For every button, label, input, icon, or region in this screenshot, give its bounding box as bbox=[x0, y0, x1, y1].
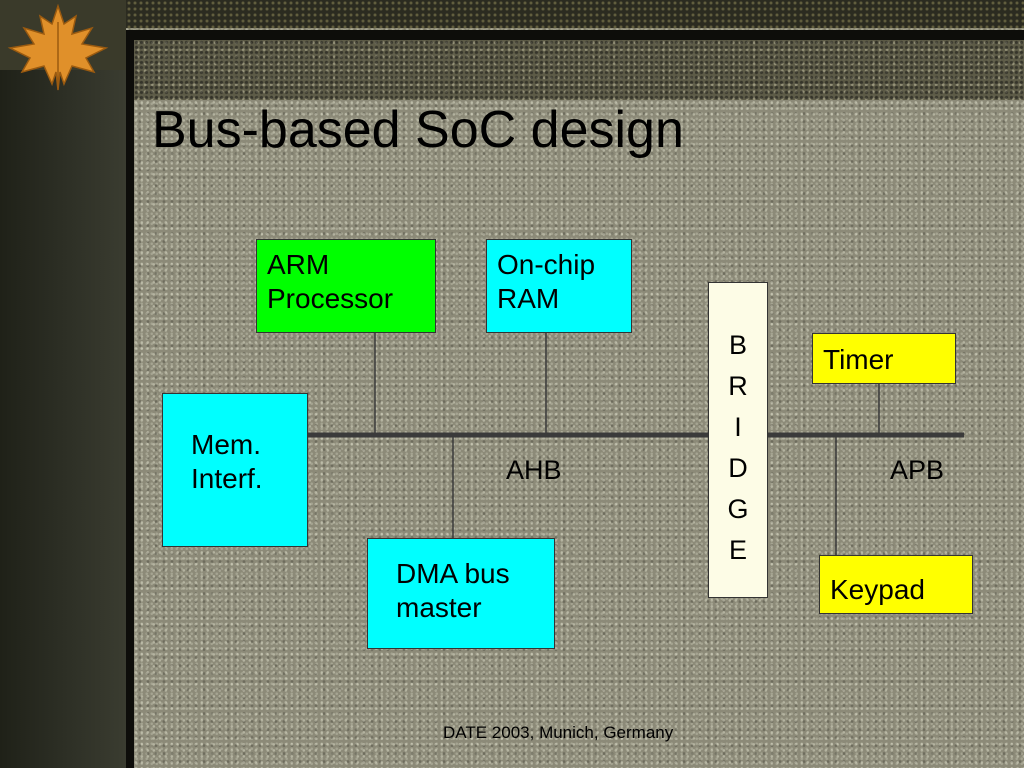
maple-leaf-icon bbox=[7, 3, 109, 91]
title-texture-strip bbox=[134, 40, 1024, 100]
keypad-block: Keypad bbox=[819, 555, 973, 614]
bridge-letter-b: B bbox=[728, 330, 747, 360]
bridge-letter-g: G bbox=[727, 494, 749, 524]
bridge-label: B R I D G E bbox=[708, 325, 768, 571]
bridge-letter-r: R bbox=[728, 371, 748, 401]
dma-bus-master-block: DMA bus master bbox=[367, 538, 555, 649]
ram-line2: RAM bbox=[497, 282, 560, 314]
bridge-block bbox=[708, 282, 768, 598]
bridge-letter-e: E bbox=[728, 535, 747, 565]
mem-line1: Mem. bbox=[191, 429, 261, 460]
frame-top-edge bbox=[126, 30, 1024, 40]
left-dark-band bbox=[0, 70, 126, 768]
slide-footer: DATE 2003, Munich, Germany bbox=[443, 723, 674, 742]
timer-block: Timer bbox=[812, 333, 956, 384]
arm-line2: Processor bbox=[267, 282, 394, 314]
ram-line1: On-chip bbox=[497, 249, 596, 280]
arm-line1: ARM bbox=[267, 249, 330, 280]
slide-title: Bus-based SoC design bbox=[152, 101, 684, 159]
top-texture-band bbox=[0, 0, 1024, 28]
bridge-letter-i: I bbox=[734, 412, 742, 442]
bridge-letter-d: D bbox=[728, 453, 748, 483]
apb-label: APB bbox=[890, 455, 945, 485]
mem-line2: Interf. bbox=[191, 462, 263, 494]
frame-left-edge bbox=[126, 30, 134, 768]
dma-line1: DMA bus bbox=[396, 558, 510, 589]
ahb-label: AHB bbox=[506, 455, 562, 485]
timer-label: Timer bbox=[823, 344, 894, 375]
on-chip-ram-block: On-chip RAM bbox=[486, 239, 632, 333]
mem-interface-block: Mem. Interf. bbox=[162, 393, 308, 547]
keypad-label: Keypad bbox=[830, 574, 925, 605]
dma-line2: master bbox=[396, 591, 482, 623]
arm-processor-block: ARM Processor bbox=[256, 239, 436, 333]
